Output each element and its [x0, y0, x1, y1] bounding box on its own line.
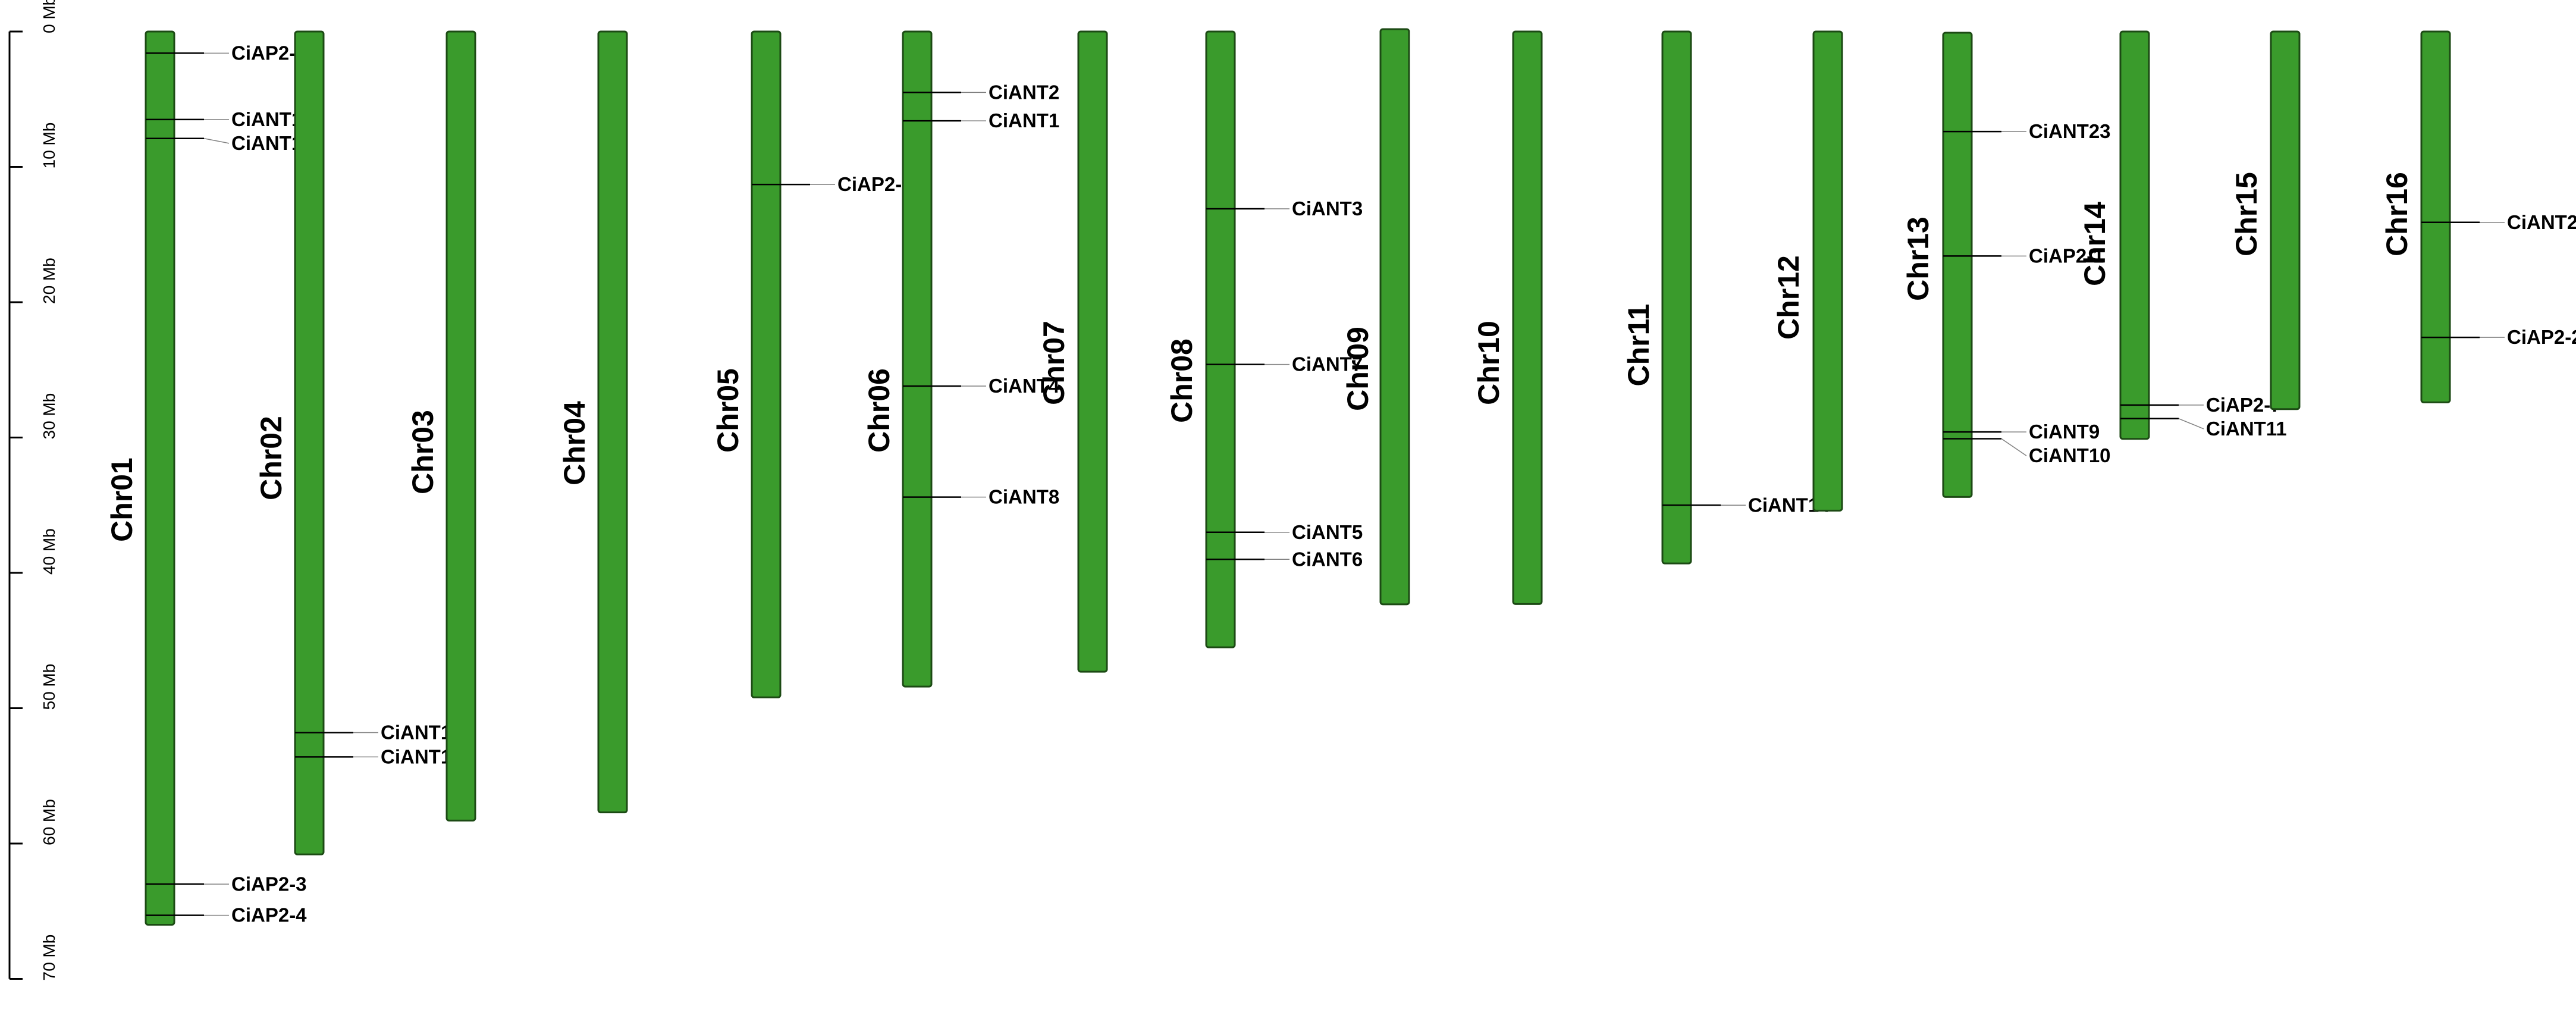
chromosome-bar	[2420, 30, 2451, 403]
scale-tick-label: 70 Mb	[40, 935, 58, 981]
chromosome-bar	[2270, 30, 2301, 410]
chromosome-chr09: Chr09	[1341, 28, 1410, 606]
scale-tick-label: 60 Mb	[40, 799, 58, 845]
gene-label: CiANT21	[2507, 211, 2576, 233]
chromosome-name: Chr16	[2380, 172, 2414, 256]
gene-label: CiANT5	[1292, 521, 1363, 543]
gene-label: CiANT11	[2206, 418, 2287, 440]
gene-label: CiANT23	[2029, 120, 2111, 142]
gene-label: CiAP2-4	[231, 904, 307, 926]
chromosome-bar	[1512, 30, 1543, 605]
chromosome-chr04: Chr04	[558, 30, 628, 814]
gene-label: CiANT9	[2029, 421, 2100, 443]
scale-tick-label: 0 Mb	[40, 0, 58, 33]
gene-leader	[203, 137, 230, 144]
gene-label: CiANT2	[989, 81, 1059, 103]
chromosome-bar	[145, 30, 175, 926]
chromosome-bar	[1379, 28, 1410, 606]
chromosome-name: Chr15	[2230, 172, 2263, 256]
chromosome-name: Chr01	[105, 457, 139, 542]
chromosome-bar	[2119, 30, 2150, 440]
chromosome-name: Chr09	[1341, 327, 1375, 411]
chromosome-chr12: Chr12	[1772, 30, 1843, 512]
chromosome-bar	[1205, 30, 1236, 648]
chromosome-name: Chr12	[1772, 255, 1805, 340]
chromosome-name: Chr13	[1902, 217, 1935, 301]
gene-leader	[2178, 418, 2204, 430]
gene-label: CiANT4	[989, 375, 1060, 397]
scale-tick-label: 30 Mb	[40, 393, 58, 440]
chromosome-bar	[1812, 30, 1843, 512]
scale-tick-label: 50 Mb	[40, 664, 58, 710]
chromosome-chr05: Chr05 CiAP2-5	[711, 30, 913, 698]
scale-tick-label: 20 Mb	[40, 258, 58, 304]
chromosome-name: Chr04	[558, 401, 591, 485]
chromosome-chr03: Chr03	[406, 30, 476, 822]
chromosome-chr10: Chr10	[1472, 30, 1543, 605]
chromosome-name: Chr06	[862, 368, 896, 453]
chromosome-name: Chr10	[1472, 321, 1505, 405]
gene-label: CiANT8	[989, 486, 1059, 508]
chromosome-bar	[294, 30, 325, 855]
gene-label: CiANT1	[989, 109, 1059, 131]
gene-label: CiAP2-6	[231, 42, 307, 64]
chromosome-name: Chr07	[1037, 321, 1071, 405]
chromosome-name: Chr11	[1622, 304, 1655, 387]
chromosome-name: Chr02	[255, 416, 288, 500]
chromosome-name: Chr05	[711, 368, 745, 453]
chromosome-name: Chr08	[1165, 338, 1198, 423]
chromosome-name: Chr14	[2078, 202, 2111, 286]
gene-label: CiAP2-5	[837, 173, 913, 195]
chromosome-bar	[1077, 30, 1108, 673]
chromosome-chr15: Chr15	[2230, 30, 2301, 410]
gene-label: CiAP2-3	[231, 873, 307, 895]
gene-label: CiAP2-7	[2206, 394, 2282, 416]
chromosome-bar	[751, 30, 782, 698]
chromosome-bar	[1942, 32, 1973, 498]
scale-tick-label: 10 Mb	[40, 123, 58, 169]
gene-label: CiANT10	[2029, 444, 2111, 466]
chromosome-bar	[902, 30, 933, 688]
gene-label: CiAP2-2	[2507, 326, 2576, 348]
gene-label: CiANT3	[1292, 197, 1363, 220]
gene-label: CiANT7	[1292, 353, 1363, 375]
chromosome-chr07: Chr07	[1037, 30, 1108, 673]
gene-label: CiAP2-1	[2029, 244, 2104, 267]
chromosome-bar	[597, 30, 628, 814]
gene-leader	[2001, 438, 2027, 456]
chromosome-name: Chr03	[406, 410, 440, 494]
gene-label: CiANT6	[1292, 548, 1363, 570]
chromosome-bar	[445, 30, 476, 822]
chromosome-chr16: Chr16 CiANT21CiAP2-2	[2380, 30, 2576, 403]
scale-tick-label: 40 Mb	[40, 528, 58, 575]
chromosome-bar	[1661, 30, 1692, 565]
